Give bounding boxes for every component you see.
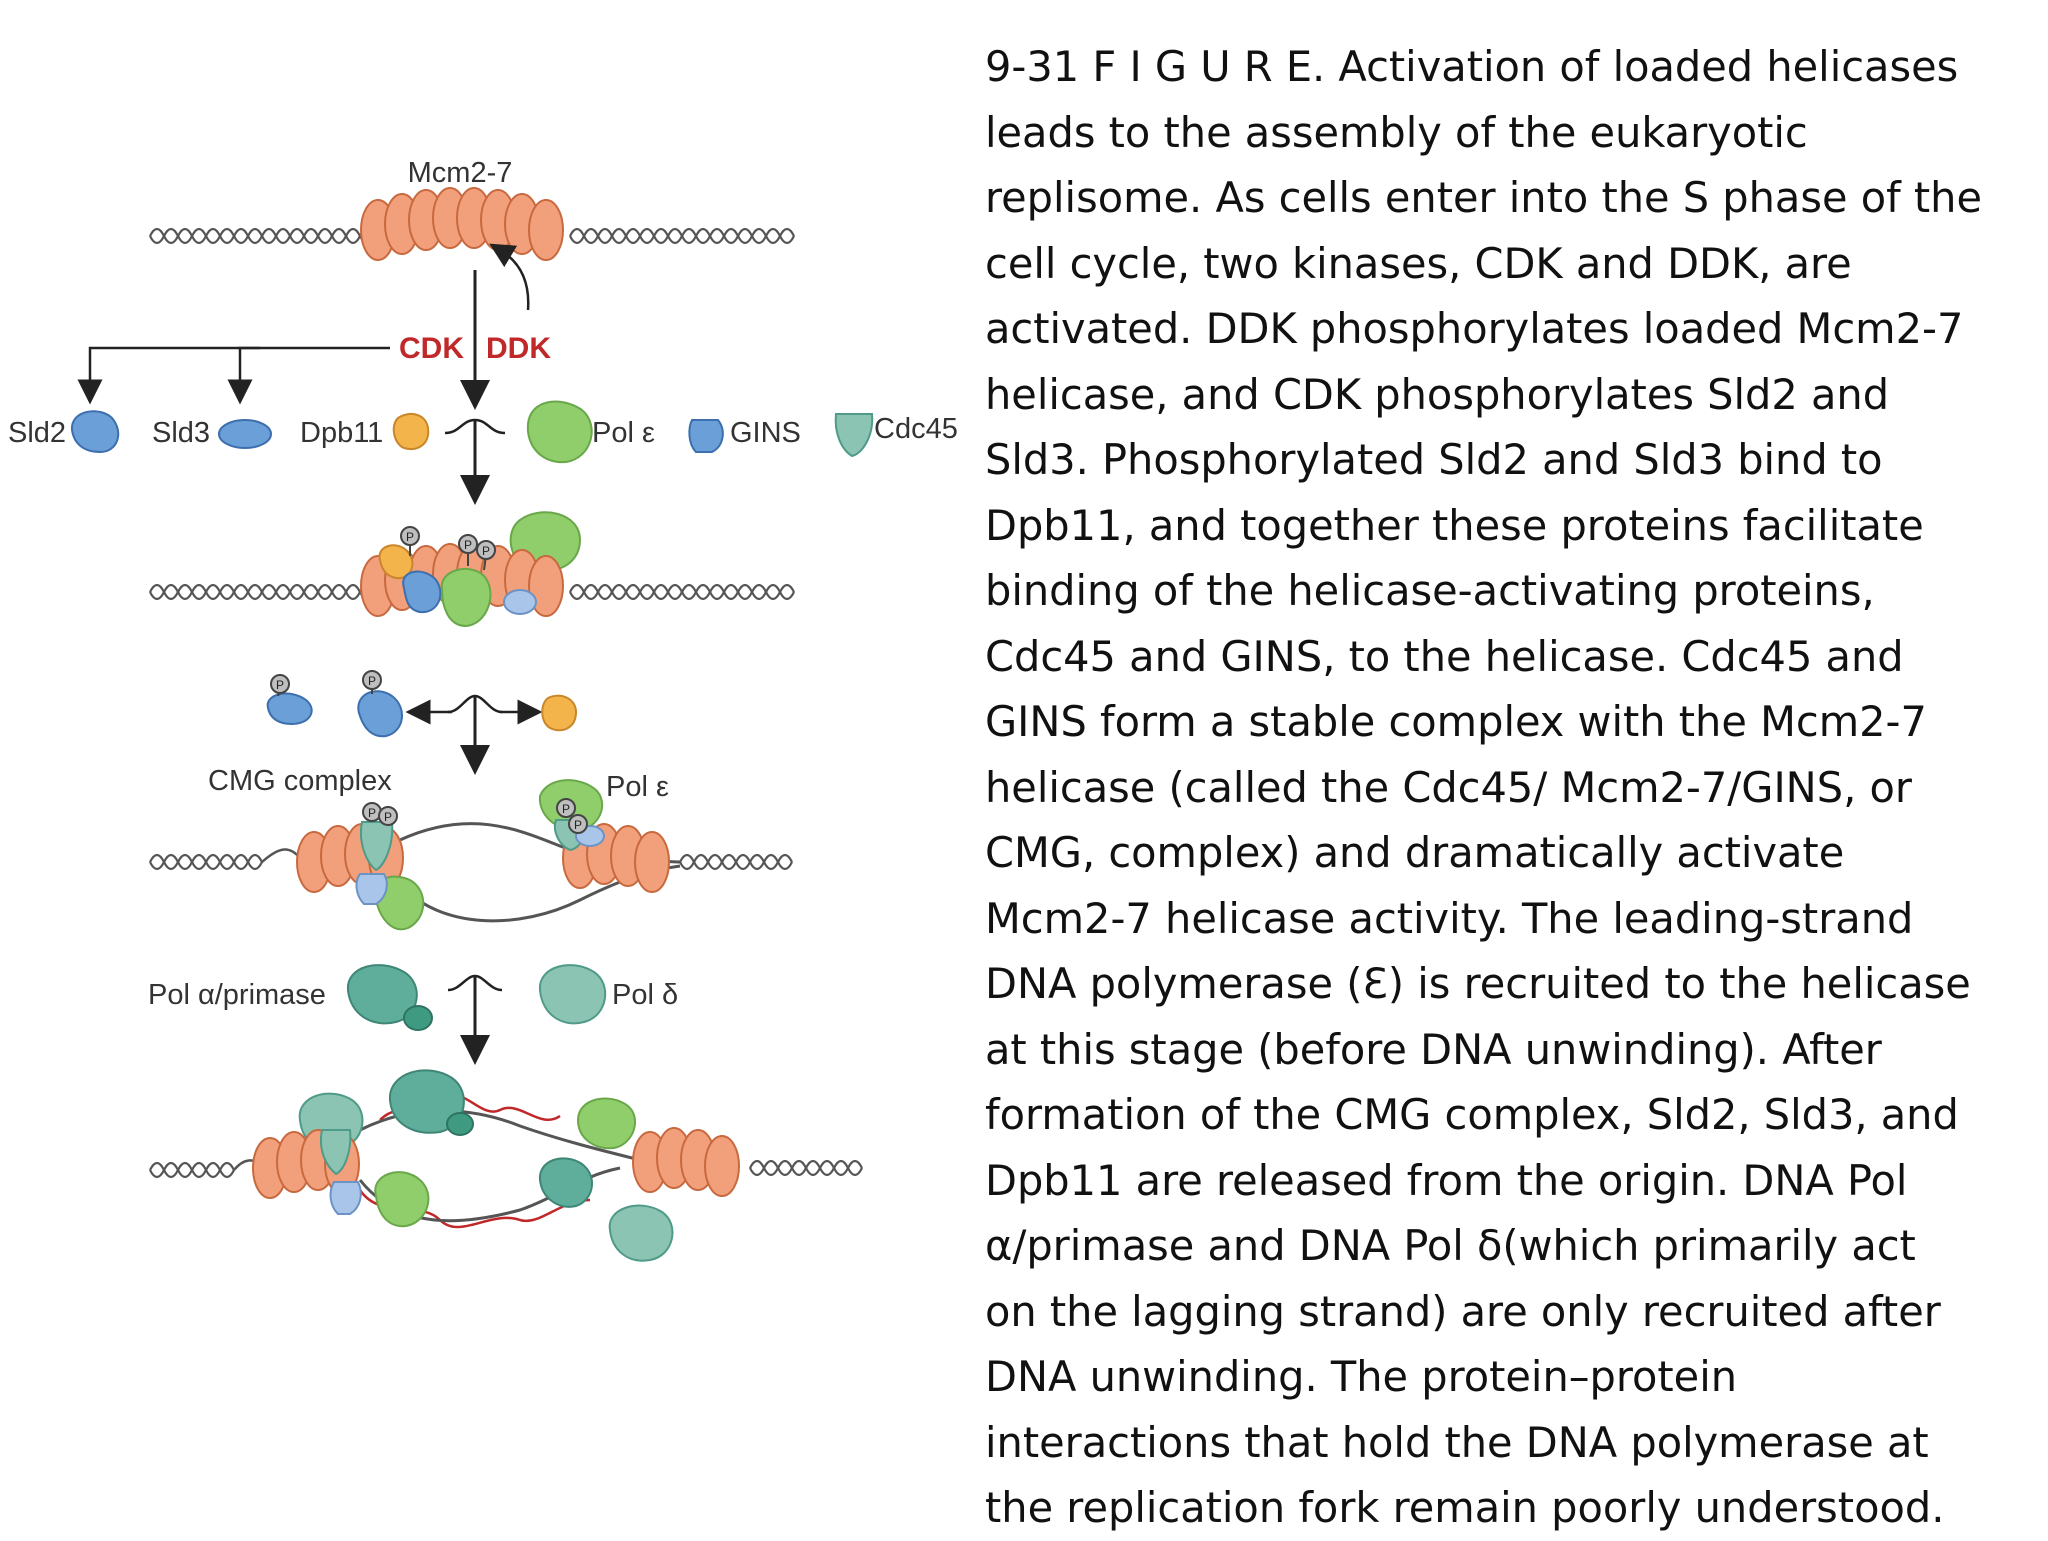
cdc45-protein bbox=[834, 413, 874, 458]
phospho-p-4: P bbox=[276, 678, 284, 692]
phospho-p-6: P bbox=[368, 806, 376, 820]
pol-alpha-bound bbox=[388, 1069, 465, 1134]
replisome-cdc45-left bbox=[320, 1129, 352, 1176]
polymerase-recruitment-row: Pol α/primase Pol δ bbox=[148, 964, 678, 1065]
cmg-cdc45 bbox=[360, 821, 394, 872]
dpb11-bound bbox=[378, 544, 414, 580]
caption-line: replisome. As cells enter into the S pha… bbox=[985, 173, 1982, 222]
sld3-label: Sld3 bbox=[152, 417, 210, 449]
caption-line: interactions that hold the DNA polymeras… bbox=[985, 1417, 1929, 1467]
caption-line: on the lagging strand) are only recruite… bbox=[985, 1286, 1941, 1336]
replisome-pol-alpha-right bbox=[538, 1157, 593, 1208]
replisome-pol-epsilon-right bbox=[576, 1097, 637, 1150]
stage-1-loaded-helicase: Mcm2-7 bbox=[148, 157, 796, 311]
replisome-gins-left bbox=[329, 1181, 362, 1215]
gins-protein bbox=[688, 419, 724, 453]
stage-4-replisome bbox=[148, 1069, 864, 1262]
ddk-phosphorylation-arrow bbox=[489, 243, 530, 311]
phospho-p-9: P bbox=[574, 818, 582, 832]
pol-delta-label: Pol δ bbox=[612, 979, 678, 1011]
cmg-complex-label: CMG complex bbox=[208, 765, 392, 797]
replisome-mcm-right bbox=[632, 1127, 740, 1197]
stage-2-loaded-factors: P P P bbox=[148, 511, 796, 628]
cdk-to-sld3-arrow bbox=[227, 346, 260, 405]
dpb11-protein bbox=[392, 412, 430, 450]
sld2-label: Sld2 bbox=[8, 417, 66, 449]
caption-line: at this stage (before DNA unwinding). Af… bbox=[985, 1024, 1882, 1074]
released-dpb11 bbox=[541, 694, 578, 732]
cdk-label: CDK bbox=[399, 332, 464, 365]
phospho-p-5: P bbox=[368, 674, 376, 688]
factors-row: Sld2 Sld3 Dpb11 Pol ε GINS Cdc45 bbox=[8, 400, 958, 505]
dna-right-2 bbox=[568, 583, 796, 601]
phospho-p-2: P bbox=[464, 538, 472, 552]
mcm-double-hexamer bbox=[360, 187, 564, 261]
caption-line: activated. DDK phosphorylates loaded Mcm… bbox=[985, 304, 1964, 353]
gins-label: GINS bbox=[730, 417, 801, 449]
caption-line: Mcm2-7 helicase activity. The leading-st… bbox=[985, 893, 1914, 943]
caption-line: Cdc45 and GINS, to the helicase. Cdc45 a… bbox=[985, 631, 1904, 681]
phospho-p-8: P bbox=[562, 802, 570, 816]
sld3-protein bbox=[218, 419, 272, 449]
caption-line: DNA polymerase (Ɛ) is recruited to the h… bbox=[985, 959, 1971, 1008]
dna-left-2 bbox=[148, 583, 376, 601]
mcm-label: Mcm2-7 bbox=[408, 157, 513, 189]
phospho-p-7: P bbox=[384, 810, 392, 824]
caption-line: Dpb11, and together these proteins facil… bbox=[985, 500, 1924, 550]
primase-bound bbox=[446, 1112, 474, 1136]
dna-left-4 bbox=[148, 1161, 236, 1179]
pol-alpha-primase-protein bbox=[346, 964, 418, 1025]
gins-bound bbox=[503, 589, 537, 615]
caption-line: the replication fork remain poorly under… bbox=[985, 1483, 1945, 1532]
caption-line: GINS form a stable complex with the Mcm2… bbox=[985, 697, 1927, 746]
primase-subunit bbox=[403, 1005, 433, 1031]
sld2-protein bbox=[70, 410, 120, 454]
pol-epsilon-label: Pol ε bbox=[592, 417, 655, 449]
dna-left-3 bbox=[148, 853, 264, 871]
caption-line: Sld3. Phosphorylated Sld2 and Sld3 bind … bbox=[985, 435, 1883, 484]
pol-epsilon-protein bbox=[526, 400, 593, 464]
caption-line: 9-31 F I G U R E. Activation of loaded h… bbox=[985, 42, 1959, 91]
caption-line: α/primase and DNA Pol δ(which primarily … bbox=[985, 1221, 1916, 1270]
cmg-gins bbox=[355, 873, 388, 905]
pol-delta-protein bbox=[538, 964, 607, 1025]
replisome-pol-epsilon-left bbox=[374, 1171, 430, 1228]
dna-right-3 bbox=[678, 853, 794, 871]
caption-line: leads to the assembly of the eukaryotic bbox=[985, 107, 1808, 157]
caption-line: Dpb11 are released from the origin. DNA … bbox=[985, 1155, 1908, 1205]
dna-right-1 bbox=[568, 227, 796, 245]
phospho-markers-2: P P P bbox=[400, 526, 496, 571]
replisome-pol-delta-right bbox=[608, 1204, 674, 1262]
pol-epsilon-bound-2 bbox=[440, 567, 492, 628]
dna-right-4 bbox=[748, 1159, 864, 1177]
figure-caption: 9-31 F I G U R E. Activation of loaded h… bbox=[985, 34, 2035, 1541]
caption-line: CMG, complex) and dramatically activate bbox=[985, 828, 1845, 877]
cdc45-label: Cdc45 bbox=[874, 413, 958, 445]
release-step: P P bbox=[266, 670, 578, 775]
pol-epsilon-label-2: Pol ε bbox=[606, 771, 669, 803]
sld-bound bbox=[402, 570, 442, 614]
caption-line: helicase (called the Cdc45/ Mcm2-7/GINS,… bbox=[985, 762, 1912, 812]
caption-line: formation of the CMG complex, Sld2, Sld3… bbox=[985, 1090, 1959, 1139]
phospho-markers-4: P P bbox=[556, 798, 588, 834]
phospho-p-1: P bbox=[406, 530, 414, 544]
ddk-label: DDK bbox=[486, 332, 551, 365]
caption-line: DNA unwinding. The protein–protein bbox=[985, 1352, 1738, 1401]
stage-3-cmg-complex: CMG complex Pol ε P P bbox=[148, 765, 794, 931]
caption-line: helicase, and CDK phosphorylates Sld2 an… bbox=[985, 369, 1890, 419]
dpb11-label: Dpb11 bbox=[300, 417, 383, 449]
caption-line: binding of the helicase-activating prote… bbox=[985, 566, 1875, 615]
phospho-p-3: P bbox=[482, 544, 490, 558]
released-sld2 bbox=[266, 692, 313, 726]
pol-alpha-primase-label: Pol α/primase bbox=[148, 979, 326, 1011]
caption-line: cell cycle, two kinases, CDK and DDK, ar… bbox=[985, 238, 1852, 288]
released-sld3 bbox=[357, 690, 403, 738]
phospho-markers-3: P P bbox=[362, 802, 398, 826]
cdk-to-sld2-arrow bbox=[77, 346, 390, 405]
replisome-assembly-diagram: Mcm2-7 CDK DDK Sld2 Sld3 Dpb11 bbox=[8, 157, 958, 1262]
dna-left-1 bbox=[148, 227, 376, 245]
